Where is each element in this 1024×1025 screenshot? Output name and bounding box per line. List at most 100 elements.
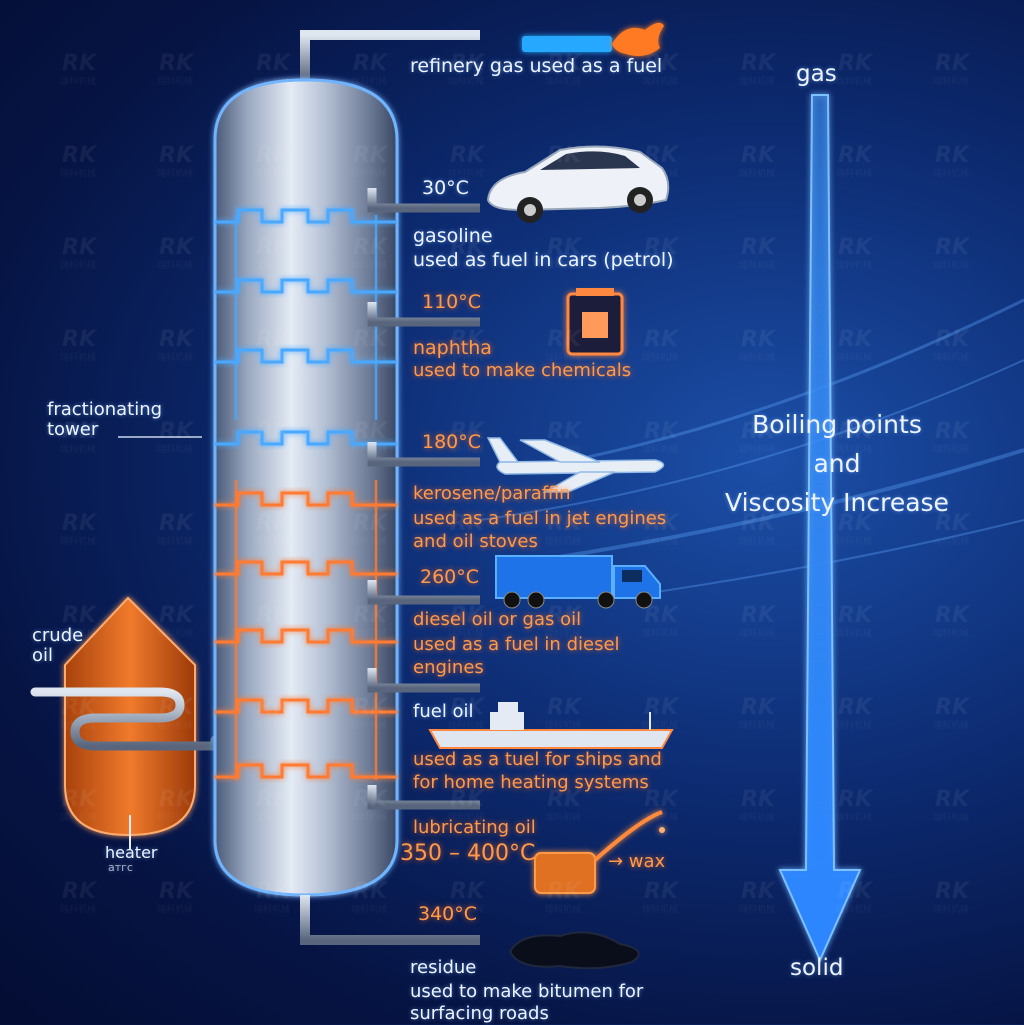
watermark-logo: RK	[838, 419, 874, 444]
watermark-logo: RK	[935, 603, 971, 628]
airplane-icon	[486, 437, 665, 493]
watermark-logo: RK	[62, 511, 98, 536]
watermark-logo: RK	[935, 879, 971, 904]
watermark-sub: 瑞科机械	[642, 811, 678, 823]
watermark-logo: RK	[159, 419, 195, 444]
watermark-logo: RK	[62, 879, 98, 904]
watermark-logo: RK	[644, 695, 680, 720]
watermark-sub: 瑞科机械	[60, 443, 96, 455]
watermark-sub: 瑞科机械	[254, 719, 290, 731]
watermark-logo: RK	[547, 235, 583, 260]
watermark-logo: RK	[741, 787, 777, 812]
watermark-sub: 瑞科机械	[739, 443, 775, 455]
watermark-sub: 瑞科机械	[739, 167, 775, 179]
watermark-logo: RK	[644, 879, 680, 904]
crude-oil-label: crude oil	[32, 625, 84, 667]
watermark-logo: RK	[256, 695, 292, 720]
fraction-diesel-name: diesel oil or gas oil	[413, 609, 582, 630]
watermark-sub: 瑞科机械	[60, 627, 96, 639]
watermark-logo: RK	[353, 695, 389, 720]
watermark-sub: 瑞科机械	[60, 351, 96, 363]
watermark-sub: 瑞科机械	[254, 259, 290, 271]
watermark-sub: 瑞科机械	[157, 259, 193, 271]
watermark-sub: 瑞科机械	[642, 351, 678, 363]
watermark-sub: 瑞科机械	[351, 75, 387, 87]
watermark-sub: 瑞科机械	[739, 627, 775, 639]
watermark-sub: 瑞科机械	[545, 443, 581, 455]
tower-tray	[215, 208, 397, 224]
watermark-sub: 瑞科机械	[448, 719, 484, 731]
watermark-sub: 瑞科机械	[254, 75, 290, 87]
crude-oil-coil	[30, 687, 220, 751]
watermark-sub: 瑞科机械	[448, 259, 484, 271]
tower-tray	[215, 430, 397, 446]
watermark-sub: 瑞科机械	[60, 719, 96, 731]
watermark-sub: 瑞科机械	[545, 259, 581, 271]
residue-pipe	[300, 895, 480, 945]
watermark-logo: RK	[159, 603, 195, 628]
watermark-logo: RK	[353, 603, 389, 628]
watermark-sub: 瑞科机械	[448, 627, 484, 639]
watermark-sub: 瑞科机械	[157, 719, 193, 731]
tower-tray	[215, 560, 397, 576]
fraction-naphtha-name: naphtha	[413, 337, 492, 359]
tower-tray	[215, 278, 397, 294]
watermark-logo: RK	[547, 143, 583, 168]
watermark-logo: RK	[547, 695, 583, 720]
fraction-refinery-gas-name: refinery gas used as a fuel	[410, 55, 663, 77]
watermark-logo: RK	[62, 235, 98, 260]
watermark-logo: RK	[935, 511, 971, 536]
watermark-logo: RK	[838, 787, 874, 812]
watermark-sub: 瑞科机械	[60, 903, 96, 915]
fraction-residue-name: residue	[410, 957, 477, 978]
watermark-logo: RK	[353, 327, 389, 352]
watermark-sub: 瑞科机械	[642, 167, 678, 179]
tower-label: fractionating tower	[47, 399, 163, 441]
watermark-logo: RK	[644, 143, 680, 168]
watermark-logo: RK	[62, 603, 98, 628]
watermark-logo: RK	[256, 51, 292, 76]
fraction-lubricating-oil-temp: 350 – 400°C	[400, 841, 536, 866]
watermark-logo: RK	[935, 235, 971, 260]
watermark-layer: RK瑞科机械RK瑞科机械RK瑞科机械RK瑞科机械RK瑞科机械RK瑞科机械RK瑞科…	[60, 51, 971, 915]
watermark-sub: 瑞科机械	[642, 719, 678, 731]
watermark-logo: RK	[450, 51, 486, 76]
watermark-sub: 瑞科机械	[739, 351, 775, 363]
watermark-logo: RK	[256, 603, 292, 628]
watermark-sub: 瑞科机械	[351, 627, 387, 639]
watermark-logo: RK	[159, 327, 195, 352]
watermark-logo: RK	[741, 143, 777, 168]
watermark-sub: 瑞科机械	[642, 75, 678, 87]
watermark-sub: 瑞科机械	[545, 167, 581, 179]
top-gas-pipe	[300, 30, 480, 80]
watermark-logo: RK	[450, 327, 486, 352]
fraction-diesel-use: used as a fuel in diesel engines	[413, 634, 620, 679]
watermark-logo: RK	[450, 695, 486, 720]
fraction-diesel-temp: 260°C	[420, 566, 480, 588]
watermark-sub: 瑞科机械	[157, 811, 193, 823]
oil-can-icon	[534, 810, 665, 894]
watermark-logo: RK	[159, 143, 195, 168]
watermark-sub: 瑞科机械	[60, 535, 96, 547]
watermark-sub: 瑞科机械	[351, 443, 387, 455]
watermark-logo: RK	[450, 511, 486, 536]
watermark-sub: 瑞科机械	[254, 903, 290, 915]
watermark-logo: RK	[62, 327, 98, 352]
watermark-logo: RK	[838, 879, 874, 904]
watermark-logo: RK	[741, 695, 777, 720]
fraction-kerosene-name: kerosene/paraffin	[413, 483, 571, 504]
watermark-sub: 瑞科机械	[157, 351, 193, 363]
watermark-logo: RK	[62, 787, 98, 812]
fraction-lubricating-oil-use: → wax	[608, 851, 666, 872]
watermark-sub: 瑞科机械	[351, 167, 387, 179]
watermark-logo: RK	[353, 419, 389, 444]
watermark-sub: 瑞科机械	[836, 535, 872, 547]
watermark-sub: 瑞科机械	[351, 811, 387, 823]
watermark-logo: RK	[644, 511, 680, 536]
fraction-residue-use: used to make bitumen for surfacing roads	[410, 981, 644, 1024]
watermark-logo: RK	[741, 511, 777, 536]
watermark-sub: 瑞科机械	[933, 351, 969, 363]
tower-tray	[215, 348, 397, 364]
watermark-logo: RK	[159, 235, 195, 260]
arrow-top-label: gas	[796, 61, 837, 87]
